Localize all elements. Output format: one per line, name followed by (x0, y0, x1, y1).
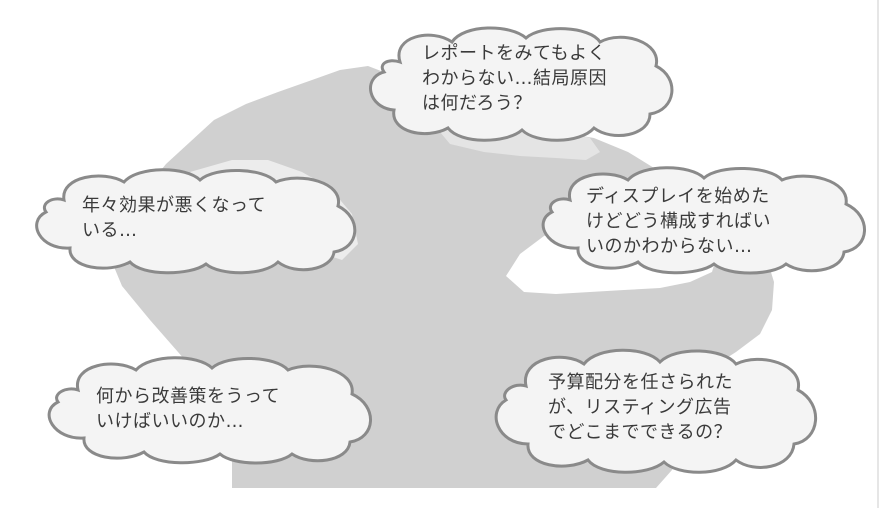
thought-bubble-1: レポートをみてもよく わからない…結局原因 は何だろう？ (360, 22, 680, 144)
thought-bubble-text: 予算配分を任さられた が、リスティング広告 でどこまでできるの？ (548, 370, 733, 445)
thought-bubble-text: ディスプレイを始めた けどどう構成すればい いのかわからない… (586, 184, 771, 259)
thought-line: レポートをみてもよく (422, 43, 607, 64)
thought-line: 予算配分を任さられた (548, 372, 733, 393)
thought-line: でどこまでできるの？ (548, 422, 733, 443)
thought-bubble-5: 予算配分を任さられた が、リスティング広告 でどこまでできるの？ (486, 344, 826, 476)
thought-bubble-text: レポートをみてもよく わからない…結局原因 は何だろう？ (422, 41, 607, 116)
thought-line: わからない…結局原因 (422, 68, 607, 89)
cloud-shape (369, 26, 674, 142)
thought-line: いのかわからない… (586, 236, 753, 257)
thought-line: けどどう構成すればい (586, 211, 771, 232)
thought-bubble-3: ディスプレイを始めた けどどう構成すればい いのかわからない… (528, 164, 878, 276)
right-edge-divider (877, 0, 879, 508)
cloud-shape (47, 356, 372, 465)
thought-line: いけばいいのか… (96, 411, 244, 432)
thought-line: ディスプレイを始めた (586, 186, 770, 207)
thought-line: いる… (82, 220, 138, 241)
cloud-shape (494, 348, 817, 474)
cloud-shape (541, 166, 866, 275)
thought-bubble-text: 年々効果が悪くなって いる… (82, 193, 266, 243)
cloud-shape (35, 168, 357, 275)
thought-bubble-4: 何から改善策をうって いけばいいのか… (34, 354, 382, 466)
thought-bubble-text: 何から改善策をうって いけばいいのか… (96, 384, 280, 434)
thought-line: は何だろう？ (422, 93, 532, 114)
thought-line: 年々効果が悪くなって (82, 195, 267, 216)
thought-line: 何から改善策をうって (96, 386, 281, 407)
thought-line: が、リスティング広告 (548, 397, 732, 418)
thought-bubble-2: 年々効果が悪くなって いる… (20, 166, 366, 275)
